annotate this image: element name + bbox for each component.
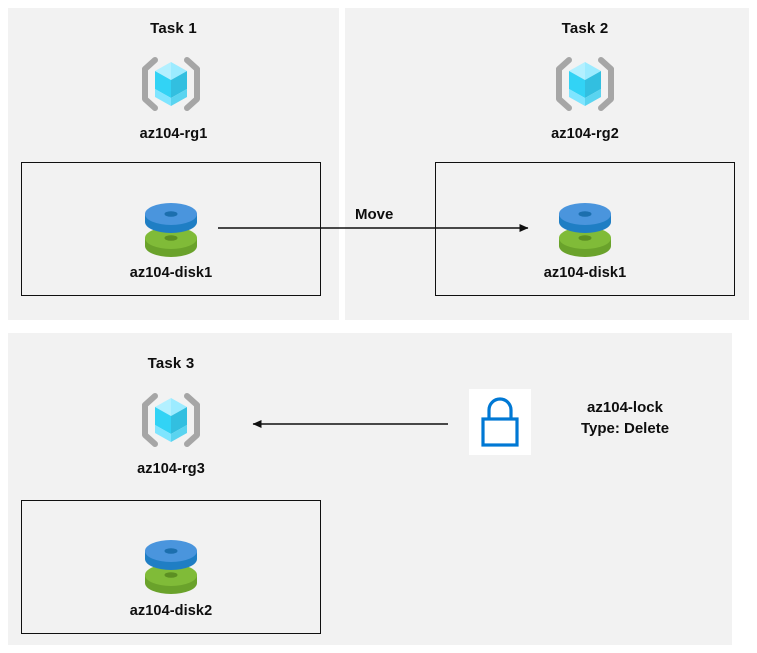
managed-disk-icon [556, 199, 614, 261]
resource-label-disk1-task2: az104-disk1 [543, 265, 627, 281]
panel-task3 [8, 333, 732, 645]
panel-task2 [345, 8, 749, 320]
resource-group-label-rg2: az104-rg2 [551, 126, 619, 142]
resource-label-disk1-task1: az104-disk1 [129, 265, 213, 281]
task3-inner-box [21, 500, 321, 634]
managed-disk-icon [142, 199, 200, 261]
resource-group-cube-icon [141, 54, 201, 114]
panel-task1 [8, 8, 339, 320]
move-arrow [218, 224, 529, 232]
task2-title: Task 2 [561, 20, 609, 37]
move-arrow-label: Move [355, 206, 394, 223]
lock-icon [481, 397, 519, 447]
lock-name-label: az104-lock [587, 399, 663, 416]
task1-title: Task 1 [150, 20, 197, 37]
lock-icon-tile [469, 389, 531, 455]
managed-disk-icon [142, 536, 200, 598]
resource-group-label-rg1: az104-rg1 [139, 126, 208, 142]
resource-group-cube-icon [141, 390, 201, 450]
task3-title: Task 3 [147, 355, 195, 372]
resource-label-disk2-task3: az104-disk2 [129, 603, 213, 619]
resource-group-cube-icon [555, 54, 615, 114]
lock-type-label: Type: Delete [580, 420, 670, 437]
task1-inner-box [21, 162, 321, 296]
resource-group-label-rg3: az104-rg3 [137, 461, 205, 477]
lock-arrow [252, 420, 448, 428]
task2-inner-box [435, 162, 735, 296]
